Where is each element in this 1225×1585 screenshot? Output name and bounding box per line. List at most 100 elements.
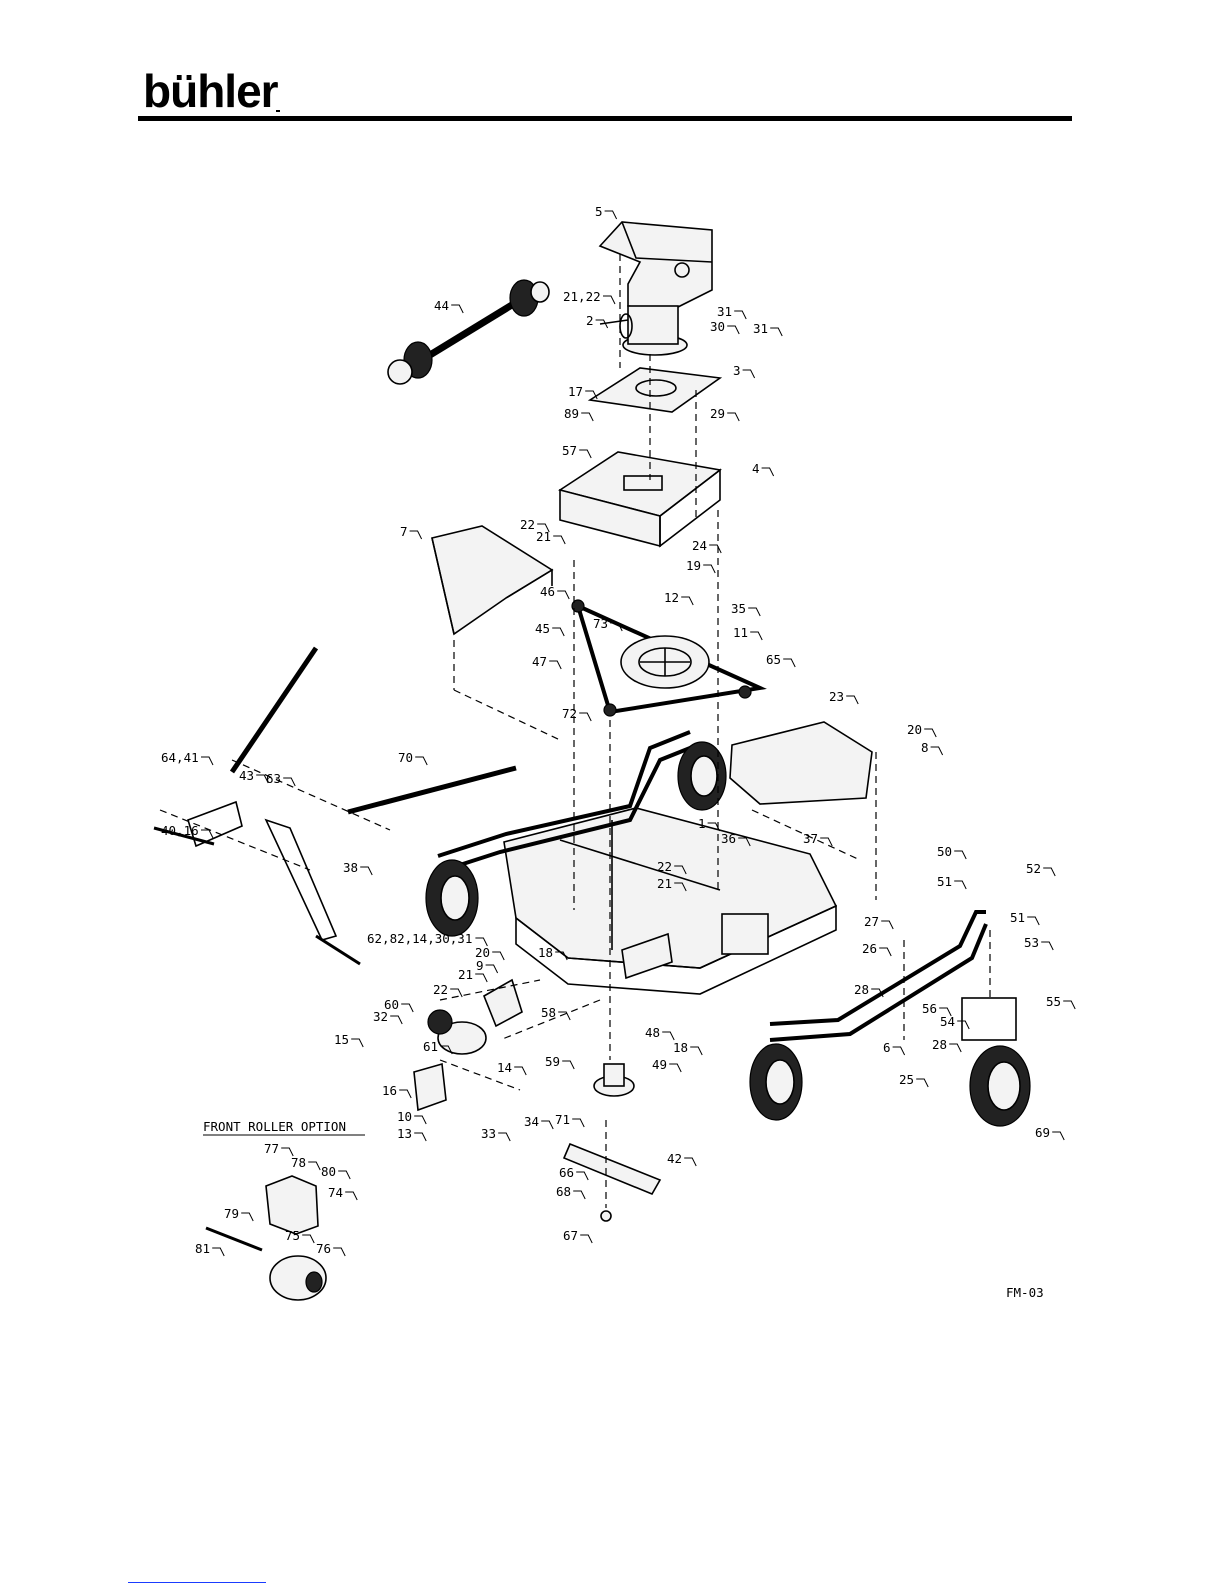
callout-leader-line <box>783 658 796 668</box>
callout-leader-line <box>846 695 859 705</box>
part-callout: 2 <box>586 313 594 328</box>
part-callout: 42 <box>667 1151 682 1166</box>
callout-leader-line <box>727 325 740 335</box>
callout-leader-line <box>281 1147 294 1157</box>
part-callout: 24 <box>692 538 707 553</box>
part-callout: 21 <box>657 876 672 891</box>
part-callout: 34 <box>524 1114 539 1129</box>
callout-leader-line <box>595 319 609 329</box>
part-callout: 21 <box>458 967 473 982</box>
callout-leader-line <box>201 829 214 839</box>
callout-leader-line <box>557 590 570 600</box>
part-callout: 22 <box>520 517 535 532</box>
callout-leader-line <box>738 837 751 847</box>
part-callout: 31 <box>717 304 732 319</box>
part-callout: 38 <box>343 860 358 875</box>
caster-wheel-front-right <box>677 741 727 811</box>
part-callout: 49 <box>652 1057 667 1072</box>
part-callout: 11 <box>733 625 748 640</box>
callout-leader-line <box>256 774 269 784</box>
part-callout: 68 <box>556 1184 571 1199</box>
front-axle-frame <box>437 730 701 874</box>
buhler-logo: bühler <box>143 65 279 117</box>
part-callout: 63 <box>266 771 281 786</box>
callout-leader-line <box>709 544 722 554</box>
part-callout: 81 <box>195 1241 210 1256</box>
callout-leader-line <box>212 1247 225 1257</box>
part-callout: 37 <box>803 831 818 846</box>
front-roller-bracket <box>413 978 523 1112</box>
callout-leader-line <box>1041 941 1054 951</box>
callout-leader-line <box>414 1132 427 1142</box>
part-callout: 65 <box>766 652 781 667</box>
assembly-lines <box>159 254 991 1208</box>
part-callout: 60 <box>384 997 399 1012</box>
front-roller-option-inset <box>205 1175 327 1301</box>
drawing-code: FM-03 <box>1006 1285 1044 1300</box>
part-callout: 73 <box>593 616 608 631</box>
part-callout: 6 <box>883 1040 891 1055</box>
callout-leader-line <box>338 1170 351 1180</box>
part-callout: 16 <box>382 1083 397 1098</box>
callout-leader-line <box>820 837 833 847</box>
logo-underline-mark <box>276 110 280 112</box>
callout-leader-line <box>558 1011 571 1021</box>
part-callout: 4 <box>752 461 760 476</box>
callout-leader-line <box>748 607 761 617</box>
part-callout: 55 <box>1046 994 1061 1009</box>
callout-leader-line <box>930 746 944 756</box>
callout-leader-line <box>415 756 428 766</box>
callout-leader-line <box>492 951 505 961</box>
callout-leader-line <box>541 1120 554 1130</box>
callout-leader-line <box>451 304 464 314</box>
part-callout: 75 <box>285 1228 300 1243</box>
part-callout: 20 <box>475 945 490 960</box>
callout-leader-line <box>308 1161 321 1171</box>
part-callout: 46 <box>540 584 555 599</box>
part-callout: 28 <box>854 982 869 997</box>
part-callout: 5 <box>595 204 603 219</box>
callout-leader-line <box>485 964 499 974</box>
callout-leader-line <box>662 1031 675 1041</box>
part-callout: 21,22 <box>563 289 601 304</box>
part-callout: 89 <box>564 406 579 421</box>
part-callout: 72 <box>562 706 577 721</box>
callout-leader-line <box>562 1060 575 1070</box>
callout-leader-line <box>390 1015 403 1025</box>
callout-leader-line <box>572 1118 585 1128</box>
callout-leader-line <box>690 1046 703 1056</box>
mower-deck <box>503 807 838 995</box>
callout-leader-line <box>580 1234 593 1244</box>
part-callout: 62,82,14,30,31 <box>367 931 472 946</box>
footer-link-rule <box>128 1582 266 1583</box>
part-callout: 51 <box>937 874 952 889</box>
callout-leader-line <box>681 596 694 606</box>
part-callout: 19 <box>686 558 701 573</box>
callout-leader-line <box>1063 1000 1076 1010</box>
callout-leader-line <box>585 390 598 400</box>
part-callout: 28 <box>932 1037 947 1052</box>
callout-leader-line <box>450 988 463 998</box>
part-callout: 3 <box>733 363 741 378</box>
callout-leader-line <box>302 1234 315 1244</box>
callout-leader-line <box>498 1132 511 1142</box>
callout-leader-line <box>674 865 687 875</box>
caster-wheel-rear-left <box>749 1043 803 1121</box>
callout-leader-line <box>475 973 488 983</box>
callout-leader-line <box>345 1191 358 1201</box>
callout-leader-line <box>871 988 884 998</box>
part-callout: 35 <box>731 601 746 616</box>
callout-leader-line <box>892 1046 906 1056</box>
callout-leader-line <box>603 295 616 305</box>
callout-leader-line <box>939 1007 952 1017</box>
callout-leader-line <box>553 535 566 545</box>
part-callout: 25 <box>899 1072 914 1087</box>
callout-leader-line <box>241 1212 254 1222</box>
part-callout: 33 <box>481 1126 496 1141</box>
part-callout: 32 <box>373 1009 388 1024</box>
callout-leader-line <box>879 947 892 957</box>
part-callout: 20 <box>907 722 922 737</box>
part-callout: 56 <box>922 1001 937 1016</box>
gearbox <box>599 305 688 356</box>
callout-leader-line <box>703 564 716 574</box>
